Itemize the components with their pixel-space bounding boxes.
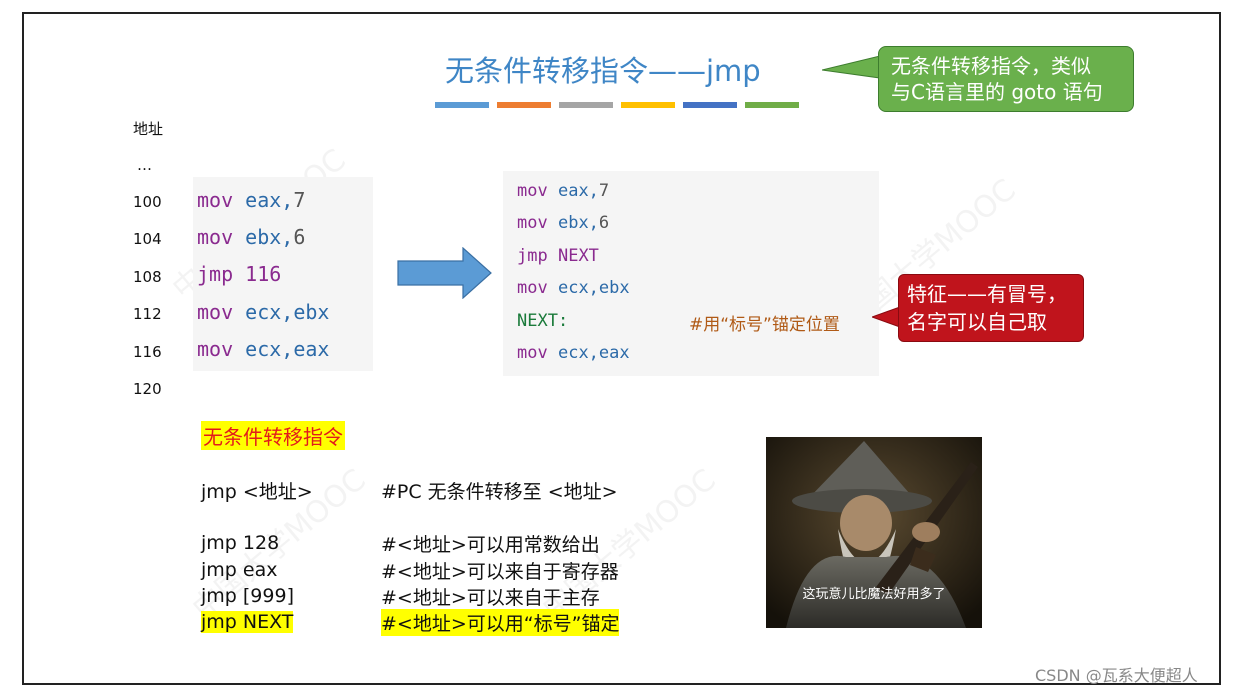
title-bar-5 bbox=[683, 102, 737, 108]
address-108: 108 bbox=[133, 268, 162, 286]
code-op: jmp bbox=[517, 246, 548, 266]
title-bar-1 bbox=[435, 102, 489, 108]
code-val: 116 bbox=[245, 262, 282, 286]
jmp-code-5: jmp NEXT bbox=[201, 611, 294, 633]
jmp-code-4: jmp [999] bbox=[201, 585, 294, 607]
code-line: mov ecx,ebx bbox=[517, 278, 630, 298]
jmp-code-2: jmp 128 bbox=[201, 532, 280, 554]
code-op: mov bbox=[197, 188, 234, 212]
jmp-code-3: jmp eax bbox=[201, 559, 278, 581]
jmp-desc-1: #PC 无条件转移至 <地址> bbox=[381, 481, 618, 503]
jmp-desc-5: #<地址>可以用“标号”锚定 bbox=[381, 609, 620, 636]
code-args: ecx,eax bbox=[557, 343, 630, 363]
code-line: mov ecx,ebx bbox=[197, 300, 329, 324]
code-val: 7 bbox=[598, 181, 610, 201]
code-block-labels: mov eax,7 mov ebx,6 jmp NEXT mov ecx,ebx… bbox=[503, 171, 879, 376]
address-112: 112 bbox=[133, 305, 162, 323]
meme-caption: 这玩意儿比魔法好用多了 bbox=[802, 587, 946, 602]
title-underline-bars bbox=[435, 102, 799, 108]
code-args: NEXT bbox=[557, 246, 599, 266]
code-line: mov ecx,eax bbox=[517, 343, 630, 363]
code-line: mov ebx,6 bbox=[517, 213, 609, 233]
address-116: 116 bbox=[133, 343, 162, 361]
code-line: mov eax,7 bbox=[517, 181, 609, 201]
meme-photo: 这玩意儿比魔法好用多了 bbox=[766, 437, 982, 628]
title-bar-6 bbox=[745, 102, 799, 108]
jmp-desc-3: #<地址>可以来自于寄存器 bbox=[381, 561, 619, 583]
code-val: 7 bbox=[293, 188, 306, 212]
code-args: ebx, bbox=[557, 213, 599, 233]
code-op: jmp bbox=[197, 262, 234, 286]
code-args: ebx, bbox=[245, 225, 294, 249]
code-op: mov bbox=[197, 300, 234, 324]
code-args: ecx,ebx bbox=[557, 278, 630, 298]
callout-red-line-2: 名字可以自己取 bbox=[907, 310, 1047, 334]
code-comment-text: #用“标号”锚定位置 bbox=[689, 315, 840, 335]
footer-credit: CSDN @瓦系大便超人 bbox=[1035, 666, 1198, 685]
callout-green-line-1: 无条件转移指令，类似 bbox=[891, 54, 1091, 78]
callout-green-line-2: 与C语言里的 goto 语句 bbox=[891, 80, 1103, 104]
jmp-desc-4: #<地址>可以来自于主存 bbox=[381, 587, 600, 609]
code-line: jmp NEXT bbox=[517, 246, 599, 266]
callout-red: 特征——有冒号， 名字可以自己取 bbox=[898, 274, 1084, 342]
code-line: mov ecx,eax bbox=[197, 337, 329, 361]
title-bar-4 bbox=[621, 102, 675, 108]
address-ellipsis: … bbox=[137, 156, 152, 174]
address-104: 104 bbox=[133, 230, 162, 248]
code-op: mov bbox=[517, 278, 548, 298]
right-arrow-icon bbox=[397, 247, 492, 299]
slide-title: 无条件转移指令——jmp bbox=[445, 54, 761, 88]
code-val: 6 bbox=[293, 225, 306, 249]
code-op: mov bbox=[197, 337, 234, 361]
code-op: mov bbox=[197, 225, 234, 249]
code-args: ecx,eax bbox=[245, 337, 330, 361]
address-header: 地址 bbox=[133, 120, 164, 138]
address-120: 120 bbox=[133, 380, 162, 398]
address-100: 100 bbox=[133, 193, 162, 211]
code-op: mov bbox=[517, 213, 548, 233]
code-args: eax, bbox=[557, 181, 599, 201]
title-bar-2 bbox=[497, 102, 551, 108]
code-args: eax, bbox=[245, 188, 294, 212]
callout-green: 无条件转移指令，类似 与C语言里的 goto 语句 bbox=[878, 46, 1134, 112]
code-val: 6 bbox=[598, 213, 610, 233]
code-line: mov ebx,6 bbox=[197, 225, 305, 249]
code-comment: #用“标号”锚定位置 bbox=[689, 310, 840, 335]
callout-green-tail bbox=[822, 55, 881, 79]
jmp-desc-2: #<地址>可以用常数给出 bbox=[381, 534, 600, 556]
callout-red-line-1: 特征——有冒号， bbox=[907, 282, 1067, 306]
code-block-addresses: mov eax,7 mov ebx,6 jmp 116 mov ecx,ebx … bbox=[193, 177, 373, 371]
code-line: jmp 116 bbox=[197, 262, 281, 286]
code-args: ecx,ebx bbox=[245, 300, 330, 324]
code-line: NEXT: bbox=[517, 311, 568, 331]
section-title: 无条件转移指令 bbox=[201, 421, 345, 450]
jmp-code-1: jmp <地址> bbox=[201, 481, 313, 503]
code-op: mov bbox=[517, 343, 548, 363]
slide-frame bbox=[22, 12, 1221, 685]
title-bar-3 bbox=[559, 102, 613, 108]
wizard-photo-illustration bbox=[766, 437, 982, 628]
code-label: NEXT: bbox=[517, 311, 569, 331]
code-line: mov eax,7 bbox=[197, 188, 305, 212]
code-op: mov bbox=[517, 181, 548, 201]
